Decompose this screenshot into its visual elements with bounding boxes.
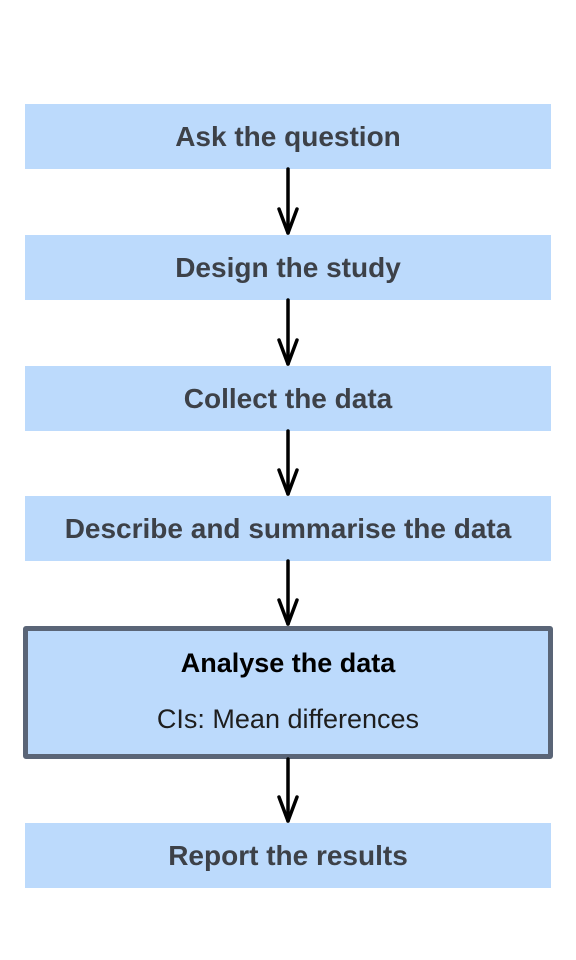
step-label: Analyse the data — [180, 648, 396, 678]
arrow-1-to-2 — [277, 167, 299, 235]
step-label: Describe and summarise the data — [64, 512, 512, 544]
step-collect-data: Collect the data — [25, 366, 551, 431]
arrow-3-to-4 — [277, 429, 299, 496]
arrow-4-to-5 — [277, 559, 299, 626]
step-label: Design the study — [175, 251, 401, 283]
step-design-study: Design the study — [25, 235, 551, 300]
step-sublabel: CIs: Mean differences — [156, 704, 420, 734]
step-label: Ask the question — [175, 120, 401, 152]
step-analyse-data-highlighted: Analyse the data CIs: Mean differences — [23, 626, 553, 759]
step-label: Collect the data — [183, 382, 393, 414]
arrow-2-to-3 — [277, 298, 299, 366]
step-ask-question: Ask the question — [25, 104, 551, 169]
step-describe-summarise: Describe and summarise the data — [25, 496, 551, 561]
step-report-results: Report the results — [25, 823, 551, 888]
step-label: Report the results — [168, 839, 408, 871]
arrow-5-to-6 — [277, 757, 299, 823]
